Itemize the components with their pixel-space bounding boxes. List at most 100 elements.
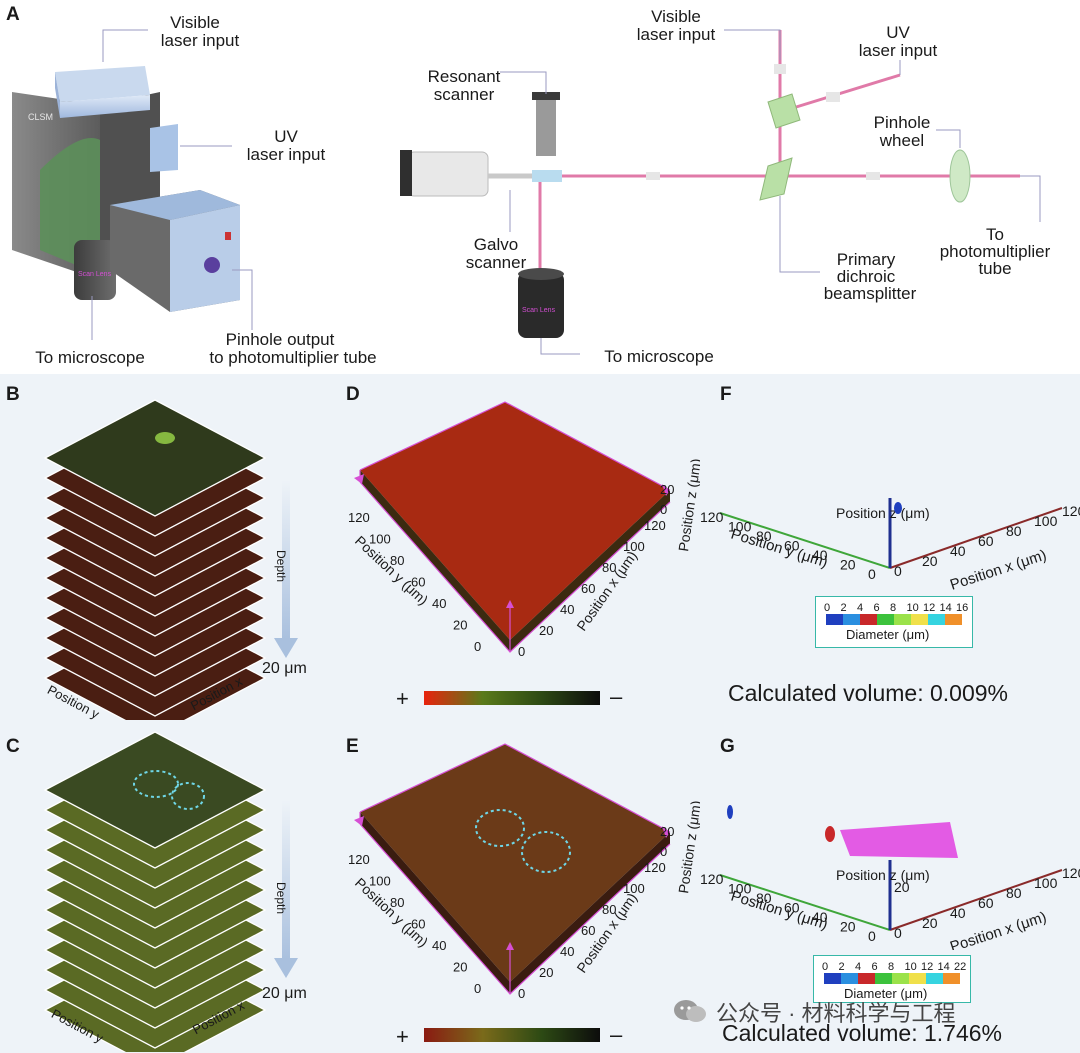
left-visible-laser-label-2: laser input: [160, 31, 240, 50]
legend-swatch: [877, 614, 894, 625]
legend-tick-label: 16: [956, 602, 968, 614]
panel-b-image-stack: [43, 399, 267, 720]
diagram-lens-text: Scan Lens: [522, 307, 556, 314]
panel-g-calculated-volume: Calculated volume: 1.746%: [722, 1020, 1002, 1046]
panel-g-3d-plot: 120100806040200020406080100120Position y…: [700, 805, 1080, 950]
x-tick-label: 100: [1034, 513, 1058, 529]
x-tick-label: 20: [539, 623, 553, 638]
z-tick-label: 20: [894, 879, 910, 895]
panel-c-depth-value: 20 μm: [262, 985, 307, 1002]
right-uv-laser-label-2: laser input: [858, 41, 938, 60]
legend-tick-label: 6: [872, 961, 878, 973]
panel-b-depth-value: 20 μm: [262, 660, 307, 677]
legend-swatch: [928, 614, 945, 625]
x-tick-label: 0: [518, 644, 525, 659]
cube-axis-arrow: [506, 600, 514, 608]
legend-swatch: [826, 614, 843, 625]
legend-tick-label: 4: [855, 961, 861, 973]
galvo-scanner-label-1: Galvo: [473, 235, 519, 254]
panel-d-colorbar-plus: +: [396, 686, 409, 711]
x-tick-label: 20: [539, 965, 553, 980]
legend-swatch: [824, 973, 841, 984]
legend-swatch: [945, 614, 962, 625]
galvo-scanner-label-2: scanner: [465, 253, 527, 272]
wechat-icon: [672, 998, 708, 1024]
left-uv-laser-label-1: UV: [274, 127, 298, 146]
cube-edge: [359, 401, 671, 491]
panel-e-colorbar: [424, 1028, 600, 1042]
y-tick-label: 20: [840, 919, 856, 935]
y-tick-label: 60: [411, 575, 425, 590]
left-to-microscope-label: To microscope: [35, 348, 145, 367]
legend-swatch: [843, 614, 860, 625]
y-tick-label: 120: [700, 509, 724, 525]
z-tick-label: 0: [660, 844, 667, 859]
y-tick-label: 60: [784, 900, 800, 916]
right-to-microscope-label: To microscope: [604, 347, 714, 366]
panel-f-letter: F: [720, 384, 732, 405]
y-tick-label: 120: [348, 852, 370, 867]
legend-tick-label: 14: [938, 961, 950, 973]
panel-f-calculated-volume: Calculated volume: 0.009%: [728, 680, 1008, 706]
particle-cluster: [840, 822, 958, 858]
clsm-device-illustration: CLSM Scan Lens: [12, 29, 253, 340]
x-tick-label: 40: [560, 602, 574, 617]
legend-tick-label: 8: [890, 602, 896, 614]
roi-circle: [521, 831, 571, 873]
resonant-scanner-label-2: scanner: [433, 85, 495, 104]
panel-b-depth-arrow: [274, 480, 298, 658]
panel-c-roi-circle: [133, 770, 179, 798]
panel-d-letter: D: [346, 384, 360, 405]
x-tick-label: 60: [581, 923, 595, 938]
left-pinhole-output-label-2: to photomultiplier tube: [209, 348, 377, 367]
y-tick-label: 40: [432, 938, 446, 953]
y-tick-label: 120: [348, 510, 370, 525]
legend-swatch: [858, 973, 875, 984]
panel-d-colorbar: [424, 691, 600, 705]
panel-c-stack-layer: [43, 731, 267, 849]
legend-tick-label: 6: [874, 602, 880, 614]
legend-tick-label: 22: [954, 961, 966, 973]
right-visible-laser-label-1: Visible: [651, 7, 701, 26]
panel-e-colorbar-minus: –: [610, 1022, 623, 1047]
particle: [894, 502, 902, 514]
legend-swatch: [875, 973, 892, 984]
x-tick-label: 60: [978, 895, 994, 911]
panel-b-letter: B: [6, 384, 20, 405]
legend-tick-label: 12: [921, 961, 933, 973]
right-visible-laser-label-2: laser input: [636, 25, 716, 44]
y-tick-label: 60: [784, 538, 800, 554]
y-tick-label: 40: [812, 909, 828, 925]
device-lens-text: Scan Lens: [78, 271, 112, 278]
legend-swatch: [841, 973, 858, 984]
x-tick-label: 60: [581, 581, 595, 596]
panel-c-roi-circle: [171, 782, 205, 810]
y-tick-label: 100: [369, 532, 391, 547]
y-tick-label: 120: [700, 871, 724, 887]
panel-b-depth-label: Depth: [274, 550, 288, 583]
x-tick-label: 100: [623, 881, 645, 896]
particle: [825, 826, 835, 842]
roi-circle: [475, 809, 525, 847]
legend-tick-label: 4: [857, 602, 863, 614]
x-tick-label: 80: [1006, 885, 1022, 901]
x-tick-label: 60: [978, 533, 994, 549]
legend-tick-label: 10: [907, 602, 919, 614]
cube-axis-arrow: [354, 816, 364, 826]
y-tick-label: 0: [868, 928, 876, 944]
panel-d-colorbar-minus: –: [610, 684, 623, 709]
cube-axis-arrow: [662, 826, 670, 838]
legend-tick-label: 14: [940, 602, 952, 614]
legend-swatch: [892, 973, 909, 984]
resonant-scanner-label-1: Resonant: [427, 67, 501, 86]
x-tick-label: 120: [1062, 503, 1080, 519]
legend-swatch: [894, 614, 911, 625]
panel-c-image-stack: [43, 731, 267, 1052]
y-tick-label: 0: [474, 639, 481, 654]
x-tick-label: 100: [1034, 875, 1058, 891]
panel-e-colorbar-plus: +: [396, 1024, 409, 1049]
y-tick-label: 0: [868, 566, 876, 582]
